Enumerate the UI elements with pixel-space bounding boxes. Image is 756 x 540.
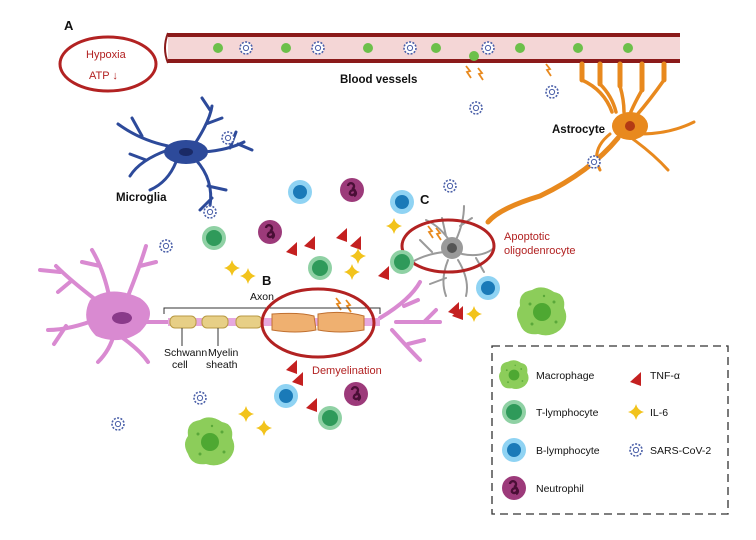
- axon-bracket: [163, 307, 381, 314]
- virus-icon: [481, 41, 495, 55]
- panel-a-letter: A: [64, 18, 74, 33]
- macrophage-icon: [517, 287, 567, 336]
- virus-icon: [203, 205, 217, 219]
- legend-sars: SARS-CoV-2: [650, 445, 711, 457]
- il-6-icon: [240, 268, 256, 284]
- legend-il6: IL-6: [650, 407, 668, 419]
- neuron: [38, 244, 442, 364]
- macrophage-icon: [185, 417, 235, 466]
- legend-neutrophil: Neutrophil: [536, 483, 584, 495]
- tnf-alpha-icon: [306, 398, 317, 412]
- demyelinated-segment: [271, 311, 365, 333]
- neutrophil-icon: [338, 176, 366, 204]
- microglia-label: Microglia: [116, 192, 167, 204]
- demyelination-label: Demyelination: [312, 365, 382, 377]
- il-6-icon: [256, 420, 272, 436]
- t-lymphocyte-legend-icon: [502, 400, 526, 424]
- myelin-label-line2: sheath: [206, 359, 238, 371]
- legend-macrophage: Macrophage: [536, 370, 595, 382]
- astrocyte-label: Astrocyte: [552, 124, 605, 136]
- virus-icon: [443, 179, 457, 193]
- il-6-icon: [224, 260, 240, 276]
- tnf-alpha-icon: [292, 372, 303, 386]
- myelin-label-line1: Myelin: [208, 347, 239, 359]
- tnf-alpha-icon: [336, 228, 347, 242]
- damage-spark-icon: [465, 65, 472, 79]
- tnf-alpha-icon: [286, 360, 297, 374]
- blood-vessel: Blood vessels: [164, 32, 680, 115]
- schwann-label-line2: cell: [172, 359, 188, 371]
- il-6-icon: [466, 306, 482, 322]
- macrophage-legend-icon: [499, 360, 529, 389]
- il-6-icon: [350, 248, 366, 264]
- schwann-label-line1: Schwann: [164, 347, 207, 359]
- blood-vessels-label: Blood vessels: [340, 74, 417, 86]
- virus-icon: [587, 155, 601, 169]
- virus-icon: [111, 417, 125, 431]
- apoptotic-label-line2: oligodenrocyte: [504, 245, 576, 257]
- virus-icon: [221, 131, 235, 145]
- virus-icon: [403, 41, 417, 55]
- tnf-alpha-icon: [304, 236, 315, 250]
- t-lymphocyte-icon: [318, 406, 342, 430]
- virus-icon: [193, 391, 207, 405]
- virus-icon: [469, 101, 483, 115]
- neutrophil-legend-icon: [500, 474, 528, 502]
- t-lymphocyte-icon: [202, 226, 226, 250]
- tnf-alpha-icon: [350, 236, 361, 250]
- neutrophil-icon: [256, 218, 284, 246]
- virus-icon: [311, 41, 325, 55]
- apoptotic-highlight: [400, 218, 496, 274]
- oligodendrocyte: [411, 205, 495, 297]
- myelin-sheaths: [169, 315, 263, 329]
- il-6-icon: [344, 264, 360, 280]
- demyelination-highlight: [260, 287, 376, 359]
- b-lymphocyte-legend-icon: [502, 438, 526, 462]
- neutrophil-icon: [342, 380, 370, 408]
- panel-a: A Hypoxia ATP ↓: [58, 18, 158, 93]
- vessel-blood-cells: [213, 43, 633, 61]
- il-6-icon: [238, 406, 254, 422]
- panel-b-letter: B: [262, 273, 271, 288]
- panel-c-letter: C: [420, 192, 430, 207]
- t-lymphocyte-icon: [390, 250, 414, 274]
- legend-tnf: TNF-α: [650, 370, 680, 382]
- virus-icon: [159, 239, 173, 253]
- atp-label: ATP ↓: [89, 70, 118, 82]
- b-lymphocyte-icon: [288, 180, 312, 204]
- tnf-alpha-icon: [378, 266, 389, 280]
- b-lymphocyte-icon: [274, 384, 298, 408]
- sars-cov-2-legend-icon: [629, 443, 643, 457]
- damage-spark-icon: [345, 299, 352, 313]
- b-lymphocyte-icon: [390, 190, 414, 214]
- virus-icon: [545, 85, 559, 99]
- legend-b-lymphocyte: B-lymphocyte: [536, 445, 600, 457]
- tnf-alpha-icon: [286, 242, 297, 256]
- damage-spark-icon: [545, 63, 552, 77]
- virus-icon: [239, 41, 253, 55]
- damage-spark-icon: [477, 67, 484, 81]
- legend-t-lymphocyte: T-lymphocyte: [536, 407, 599, 419]
- hypoxia-label: Hypoxia: [86, 49, 127, 61]
- legend: Macrophage T-lymphocyte B-lymphocyte Neu…: [491, 345, 729, 515]
- il-6-icon: [386, 218, 402, 234]
- microglia: [116, 96, 254, 212]
- astrocyte: [485, 61, 696, 225]
- damage-spark-icon: [427, 225, 434, 239]
- b-lymphocyte-icon: [476, 276, 500, 300]
- apoptotic-label-line1: Apoptotic: [504, 231, 550, 243]
- t-lymphocyte-icon: [308, 256, 332, 280]
- axon-label: Axon: [250, 291, 274, 303]
